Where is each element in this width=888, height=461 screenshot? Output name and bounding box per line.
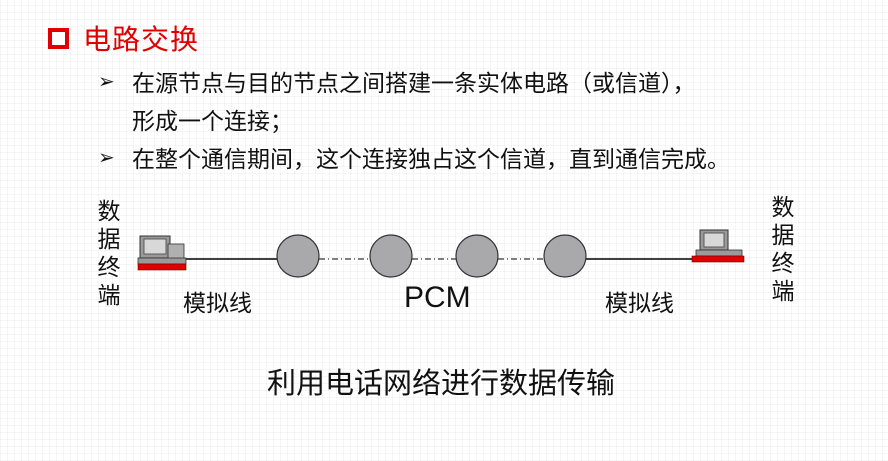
switch-node-1: [276, 234, 320, 278]
bullet-item-2: ➢ 在整个通信期间，这个连接独占这个信道，直到通信完成。: [98, 140, 730, 174]
left-terminal-label: 数据终端: [97, 199, 121, 309]
right-computer-icon: [691, 229, 745, 263]
bullet-text-2: 形成一个连接；: [132, 109, 293, 135]
bullet-item-1: ➢ 在源节点与目的节点之间搭建一条实体电路（或信道），: [98, 64, 696, 98]
bullet-text-1: 在源节点与目的节点之间搭建一条实体电路（或信道），: [132, 71, 696, 97]
switch-node-2: [369, 234, 413, 278]
switch-node-3: [455, 234, 499, 278]
left-link-label: 模拟线: [183, 291, 252, 317]
bullet-text-3: 在整个通信期间，这个连接独占这个信道，直到通信完成。: [132, 147, 730, 173]
slide-title-row: 电路交换: [48, 18, 199, 58]
switch-node-4: [543, 234, 587, 278]
right-terminal-label: 数据终端: [771, 195, 795, 305]
left-computer-icon: [137, 235, 187, 271]
diagram-caption: 利用电话网络进行数据传输: [267, 366, 616, 400]
square-bullet-icon: [48, 27, 69, 49]
slide-title: 电路交换: [83, 23, 200, 56]
arrow-bullet-icon: ➢: [98, 145, 115, 169]
arrow-bullet-icon: ➢: [98, 69, 115, 93]
middle-link-label: PCM: [404, 281, 471, 314]
right-link-label: 模拟线: [605, 291, 674, 317]
bullet-item-1-continuation: 形成一个连接；: [132, 102, 293, 136]
